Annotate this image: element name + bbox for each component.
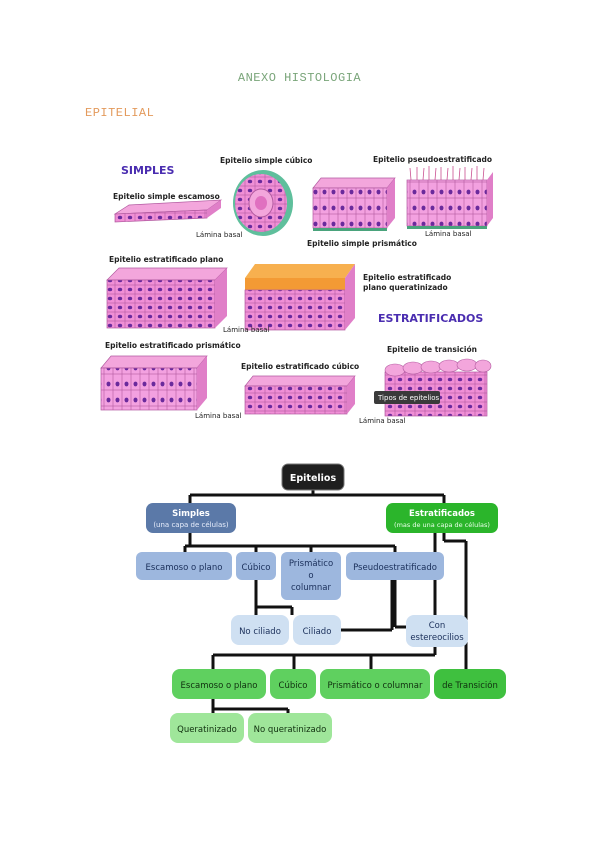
svg-text:Pseudoestratificado: Pseudoestratificado [353,563,437,573]
svg-text:Cúbico: Cúbico [279,681,308,691]
label-lamina-basal-2: Lámina basal [425,230,472,238]
node-simples-title: Simples [172,509,210,519]
node-simple-cubico: Cúbico [236,552,276,580]
label-queratinizado-line2: plano queratinizado [363,283,448,292]
label-lamina-basal-4: Lámina basal [195,412,242,420]
node-simple-pseudo: Pseudoestratificado [346,552,444,580]
section-title: EPITELIAL [85,106,155,120]
simple-squamous-block [113,199,223,223]
svg-text:Prismático: Prismático [289,559,333,569]
node-no-queratinizado: No queratinizado [248,713,332,743]
node-no-ciliado: No ciliado [231,615,289,645]
label-transicion: Epitelio de transición [387,345,477,354]
svg-text:Escamoso o plano: Escamoso o plano [181,681,258,691]
label-queratinizado-line1: Epitelio estratificado [363,273,451,282]
node-estratificados-title: Estratificados [409,509,475,519]
transitional-block [384,358,492,417]
svg-text:Con: Con [429,621,446,631]
node-estereocilios: Con estereocilios [406,615,468,647]
label-simple-cubico: Epitelio simple cúbico [220,156,312,165]
keratinized-block [244,264,355,331]
svg-text:Escamoso o plano: Escamoso o plano [146,563,223,573]
simple-cuboidal-tube [233,170,293,236]
svg-text:No queratinizado: No queratinizado [254,725,327,735]
tooltip-text: Tipos de epitelios [377,394,439,402]
label-pseudoestratificado: Epitelio pseudoestratificado [373,155,492,164]
node-strat-transicion: de Transición [434,669,506,699]
svg-text:Prismático o columnar: Prismático o columnar [328,681,423,691]
node-simple-prismatico: Prismático o columnar [281,552,341,600]
node-queratinizado: Queratinizado [170,713,244,743]
label-simple-escamoso: Epitelio simple escamoso [113,192,220,201]
svg-text:de Transición: de Transición [442,680,498,691]
node-estratificados-subtitle: (mas de una capa de células) [394,521,490,529]
node-strat-prismatico: Prismático o columnar [320,669,430,699]
stratified-squamous-block [106,267,228,329]
node-epitelios: Epitelios [281,463,345,491]
simple-columnar-block [312,177,396,231]
node-strat-cubico: Cúbico [270,669,316,699]
svg-text:Ciliado: Ciliado [303,627,332,637]
pseudostratified-block [406,166,493,229]
stratified-cuboidal-block [244,375,356,415]
svg-text:Queratinizado: Queratinizado [177,725,237,735]
node-epitelios-text: Epitelios [290,473,337,484]
epithelium-classification-diagram: Epitelios Simples (una capa de células) … [136,463,506,743]
tooltip: Tipos de epitelios [374,391,440,404]
stratified-columnar-block [100,355,208,411]
svg-text:estereocilios: estereocilios [410,633,464,643]
label-simple-prismatico: Epitelio simple prismático [307,239,417,248]
node-estratificados: Estratificados (mas de una capa de célul… [386,503,498,533]
label-estratificado-cubico: Epitelio estratificado cúbico [241,362,359,371]
epithelium-types-figure: SIMPLES ESTRATIFICADOS Epitelio simple e… [100,155,493,425]
label-lamina-basal-3: Lámina basal [223,326,270,334]
node-simple-escamoso: Escamoso o plano [136,552,232,580]
label-estratificado-plano: Epitelio estratificado plano [109,255,223,264]
svg-text:o: o [308,571,313,581]
label-lamina-basal-5: Lámina basal [359,417,406,425]
label-lamina-basal-1: Lámina basal [196,231,243,239]
node-ciliado: Ciliado [293,615,341,645]
node-strat-escamoso: Escamoso o plano [172,669,266,699]
simples-heading: SIMPLES [121,164,175,177]
document-title: ANEXO HISTOLOGIA [237,71,362,85]
svg-text:Cúbico: Cúbico [242,563,271,573]
svg-text:columnar: columnar [291,583,331,593]
svg-text:No ciliado: No ciliado [239,627,281,637]
node-simples: Simples (una capa de células) [146,503,236,533]
node-simples-subtitle: (una capa de células) [153,521,229,529]
label-estratificado-prismatico: Epitelio estratificado prismático [105,341,241,350]
estratificados-heading: ESTRATIFICADOS [378,312,483,325]
